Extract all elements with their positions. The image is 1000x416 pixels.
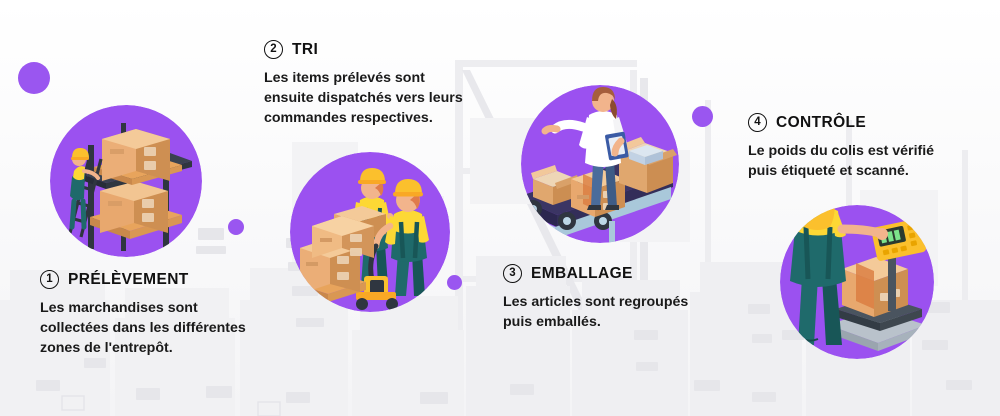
step-1-heading: 1 PRÉLÈVEMENT: [40, 270, 285, 289]
step-2-heading: 2 TRI: [264, 40, 514, 59]
step-2-text-block: 2 TRI Les items prélevés sont ensuite di…: [264, 40, 514, 128]
step-2-number-badge: 2: [264, 40, 283, 59]
step-3-number-badge: 3: [503, 264, 522, 283]
step-4-heading: 4 CONTRÔLE: [748, 113, 978, 132]
step-4-number-badge: 4: [748, 113, 767, 132]
step-1-title: PRÉLÈVEMENT: [68, 270, 189, 288]
step-1-text-block: 1 PRÉLÈVEMENT Les marchandises sont coll…: [40, 270, 285, 358]
step-4-illustration: [780, 205, 934, 359]
decorative-dot-top-right: [692, 106, 713, 127]
decorative-dot-mid-center: [447, 275, 462, 290]
step-3-text-block: 3 EMBALLAGE Les articles sont regroupés …: [503, 264, 738, 332]
step-4-title: CONTRÔLE: [776, 113, 867, 131]
step-4-description: Le poids du colis est vérifié puis étiqu…: [748, 143, 935, 180]
step-1-illustration: [50, 105, 202, 257]
step-2-description: Les items prélevés sont ensuite dispatch…: [264, 70, 463, 127]
step-2-illustration: [290, 152, 450, 312]
step-3-illustration: [521, 85, 679, 243]
decorative-dot-top-left: [18, 62, 50, 94]
step-1-number-badge: 1: [40, 270, 59, 289]
step-1-description: Les marchandises sont collectées dans le…: [40, 300, 246, 357]
step-4-text-block: 4 CONTRÔLE Le poids du colis est vérifié…: [748, 113, 978, 181]
decorative-dot-mid-left: [228, 219, 244, 235]
step-3-title: EMBALLAGE: [531, 264, 633, 282]
step-2-title: TRI: [292, 40, 319, 58]
step-3-heading: 3 EMBALLAGE: [503, 264, 738, 283]
step-3-description: Les articles sont regroupés puis emballé…: [503, 294, 689, 331]
